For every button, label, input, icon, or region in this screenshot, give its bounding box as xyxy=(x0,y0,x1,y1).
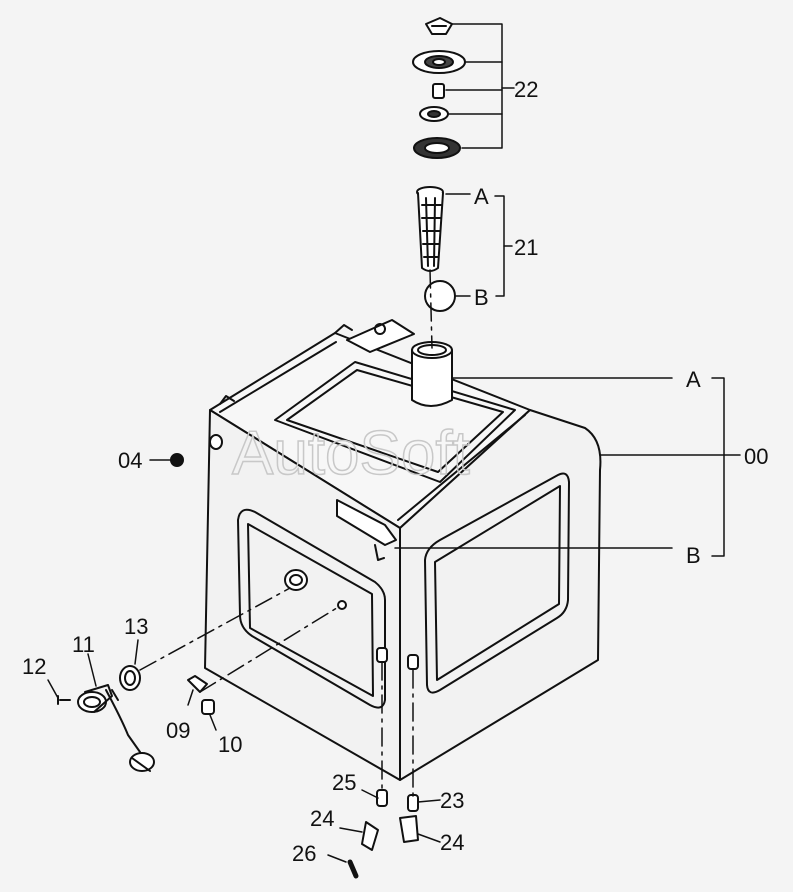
callout-a-right: A xyxy=(686,367,701,392)
callout-04: 04 xyxy=(118,448,142,473)
callout-12: 12 xyxy=(22,654,46,679)
drain-fittings xyxy=(347,789,419,879)
callout-25: 25 xyxy=(332,770,356,795)
cap-assembly xyxy=(412,17,466,159)
callout-23: 23 xyxy=(440,788,464,813)
hydraulic-tank xyxy=(204,319,602,781)
callout-24-right: 24 xyxy=(440,830,464,855)
callout-24-left: 24 xyxy=(310,806,334,831)
filler-neck xyxy=(411,341,453,407)
callout-21: 21 xyxy=(514,235,538,260)
clamp xyxy=(187,675,208,693)
callout-b-top: B xyxy=(474,285,489,310)
callout-22: 22 xyxy=(514,77,538,102)
callout-13: 13 xyxy=(124,614,148,639)
seal-ring xyxy=(119,665,141,691)
watermark: AutoSoft xyxy=(232,419,470,488)
callout-11: 11 xyxy=(72,632,95,657)
screw xyxy=(57,695,71,705)
callout-a-top: A xyxy=(474,184,489,209)
bolt xyxy=(201,699,215,715)
callout-26: 26 xyxy=(292,841,316,866)
plug xyxy=(170,453,184,467)
callout-10: 10 xyxy=(218,732,242,757)
callout-00: 00 xyxy=(744,444,768,469)
callout-b-right: B xyxy=(686,543,701,568)
callout-09: 09 xyxy=(166,718,190,743)
level-gauge xyxy=(77,684,155,772)
strainer xyxy=(416,186,456,312)
